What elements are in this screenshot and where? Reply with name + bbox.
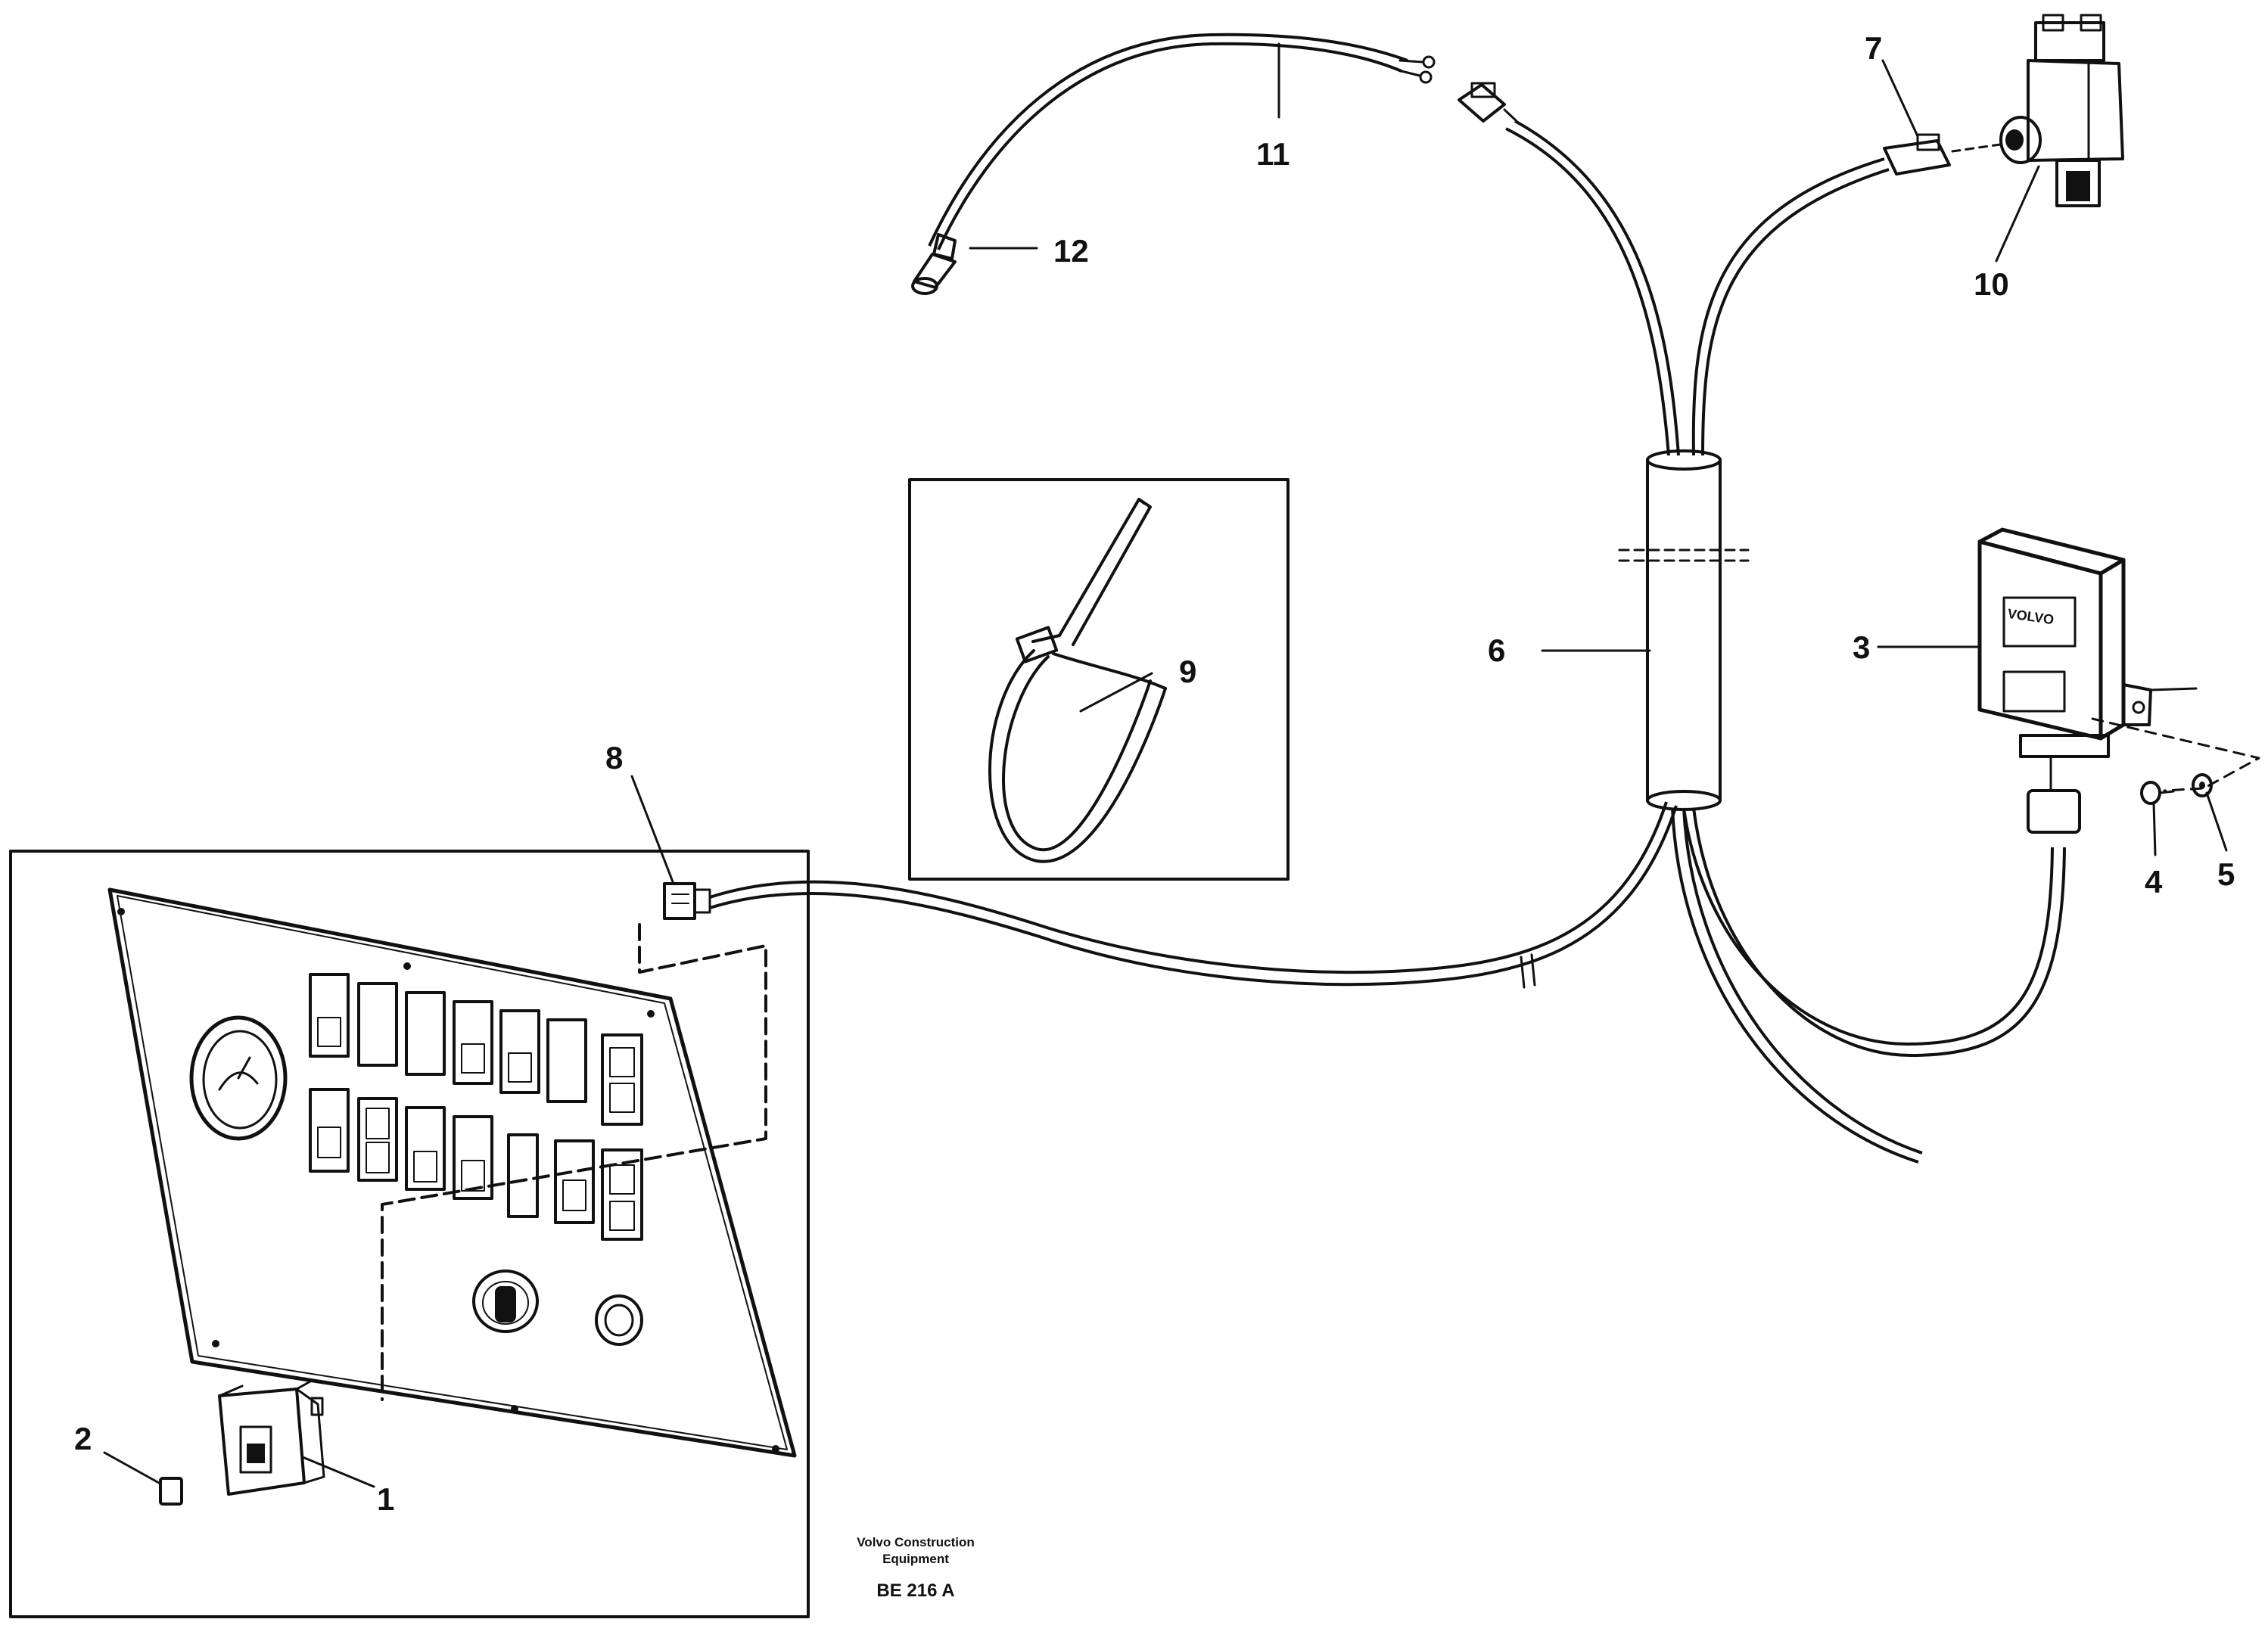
ignition-key: [472, 1270, 539, 1333]
temperature-sensor: [911, 233, 957, 295]
cable-tie: [988, 498, 1167, 863]
callout-3: 3: [1853, 629, 1870, 665]
washer: [2192, 773, 2213, 797]
connector-7: [1883, 133, 2007, 176]
callout-4: 4: [2145, 864, 2163, 900]
callout-11: 11: [1256, 136, 1290, 172]
callout-6: 6: [1488, 632, 1505, 668]
screw: [2140, 781, 2175, 805]
control-unit-logo: VOLVO: [2007, 606, 2055, 627]
instrument-panel: [107, 887, 797, 1458]
leader-lines: [103, 42, 2228, 1488]
panel-connector: [663, 882, 711, 920]
callout-5: 5: [2217, 856, 2235, 892]
credit-line-1: Volvo Construction: [857, 1535, 975, 1549]
panel-knob: [595, 1294, 643, 1346]
rocker-switch: [218, 1380, 325, 1496]
control-unit: VOLVO: [1977, 527, 2198, 834]
inline-connector: [1458, 82, 1518, 123]
callout-8: 8: [605, 740, 623, 775]
callout-9: 9: [1179, 654, 1196, 689]
main-harness: [709, 120, 2066, 1164]
cable-tie-inset-frame: [908, 478, 1290, 881]
panel-switch-grid: [309, 973, 643, 1241]
callout-10: 10: [1974, 266, 2009, 302]
callout-12: 12: [1053, 233, 1089, 269]
sensor-cable: [928, 33, 1518, 250]
dashed-assembly-lines: [381, 923, 767, 1401]
callout-2: 2: [74, 1421, 92, 1456]
gauge: [189, 1015, 288, 1141]
credit-line-2: Equipment: [882, 1552, 949, 1566]
dashboard-inset-frame: [9, 850, 810, 1618]
valve-component: [1999, 14, 2124, 207]
protective-sleeve: [1618, 449, 1750, 811]
drawing-reference: BE 216 A: [876, 1580, 954, 1601]
switch-cap: [159, 1477, 183, 1506]
callout-1: 1: [377, 1481, 394, 1517]
callout-7: 7: [1865, 30, 1882, 66]
